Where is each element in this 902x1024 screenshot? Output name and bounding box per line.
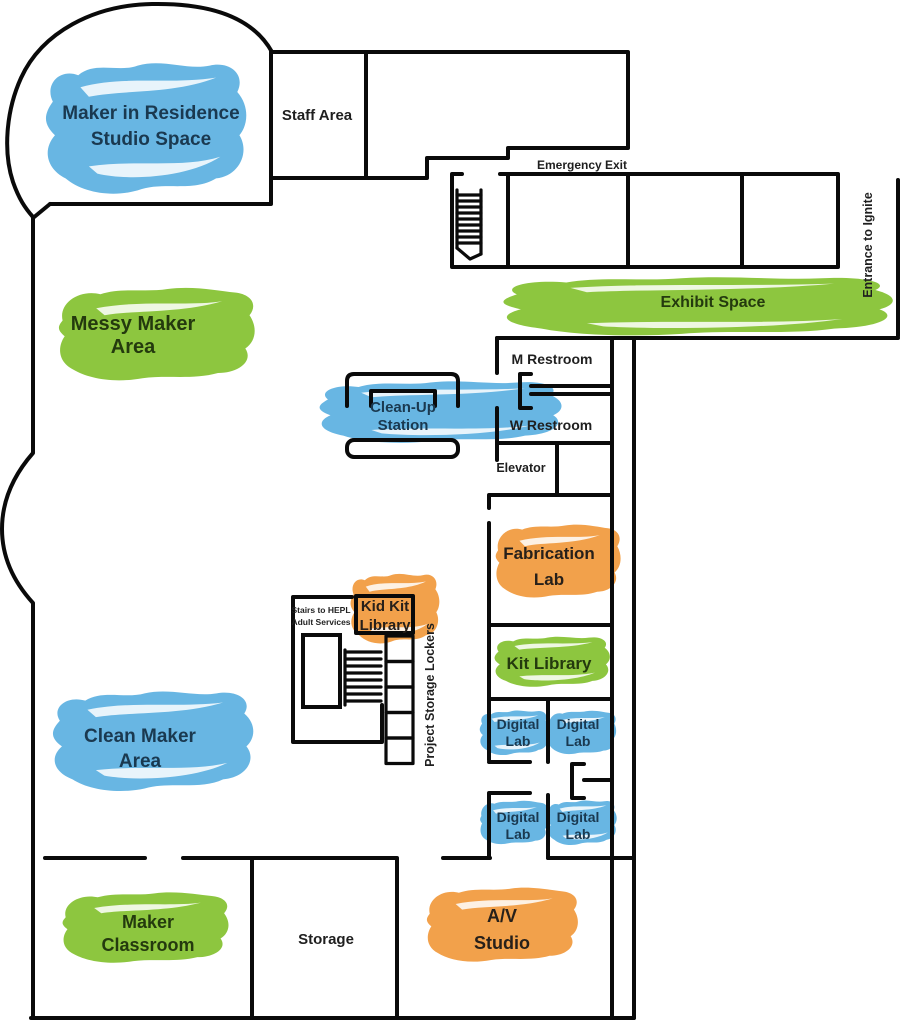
- label-elevator: Elevator: [496, 461, 545, 475]
- label-project-storage-lockers: Project Storage Lockers: [423, 623, 437, 767]
- highlight-blobs: [45, 63, 893, 963]
- kid-kit-library-box: [354, 594, 415, 635]
- label-kit-library: Kit Library: [506, 654, 592, 673]
- label-digital-lab-1a: Digital: [497, 716, 540, 732]
- label-m-restroom: M Restroom: [512, 351, 593, 367]
- label-fabrication-lab-1: Fabrication: [503, 544, 595, 563]
- label-digital-lab-4b: Lab: [566, 826, 591, 842]
- label-stairs-hepl-2: Adult Services: [291, 617, 350, 627]
- label-av-studio-1: A/V: [487, 906, 517, 926]
- label-digital-lab-2a: Digital: [557, 716, 600, 732]
- label-kid-kit-1: Kid Kit: [361, 598, 409, 615]
- label-exhibit-space: Exhibit Space: [661, 294, 766, 311]
- lockers-icon: [384, 634, 415, 766]
- label-staff-area: Staff Area: [282, 107, 353, 124]
- label-digital-lab-4a: Digital: [557, 809, 600, 825]
- label-messy-maker-1: Messy Maker: [71, 313, 196, 335]
- label-digital-lab-3a: Digital: [497, 809, 540, 825]
- label-clean-up-1: Clean-Up: [370, 399, 436, 416]
- wall-upper-right-row: [450, 172, 900, 338]
- highlight-clean-up-station: [319, 381, 562, 443]
- wall-bottom-row: [43, 856, 636, 1020]
- label-maker-classroom-2: Classroom: [101, 935, 194, 955]
- stairs-top-icon: [455, 188, 483, 261]
- label-stairs-hepl-1: Stairs to HEPL: [291, 605, 350, 615]
- label-clean-maker-2: Area: [119, 751, 162, 772]
- label-entrance-to-ignite: Entrance to Ignite: [861, 192, 875, 298]
- wall-corridor: [610, 336, 636, 1020]
- label-fabrication-lab-2: Lab: [534, 570, 564, 589]
- label-messy-maker-2: Area: [111, 336, 156, 358]
- wall-top-block: [269, 50, 630, 180]
- label-digital-lab-1b: Lab: [506, 733, 531, 749]
- wall-left-outer: [0, 215, 35, 1020]
- label-av-studio-2: Studio: [474, 933, 530, 953]
- label-kid-kit-2: Library: [360, 617, 412, 634]
- cleanup-counter-icon: [345, 372, 460, 459]
- furniture: [291, 188, 483, 766]
- label-w-restroom: W Restroom: [510, 417, 592, 433]
- label-maker-in-residence-2: Studio Space: [91, 129, 211, 150]
- label-digital-lab-2b: Lab: [566, 733, 591, 749]
- label-maker-classroom-1: Maker: [122, 912, 174, 932]
- wall-labs-block: [487, 493, 614, 860]
- label-storage: Storage: [298, 931, 354, 948]
- stairs-center-icon: [291, 595, 384, 744]
- label-maker-in-residence-1: Maker in Residence: [62, 103, 239, 124]
- label-clean-maker-1: Clean Maker: [84, 726, 197, 747]
- label-digital-lab-3b: Lab: [506, 826, 531, 842]
- wall-round-room: [5, 1, 274, 219]
- label-emergency-exit: Emergency Exit: [537, 158, 627, 172]
- labels: Maker in Residence Studio Space Staff Ar…: [62, 103, 875, 955]
- label-clean-up-2: Station: [378, 417, 429, 434]
